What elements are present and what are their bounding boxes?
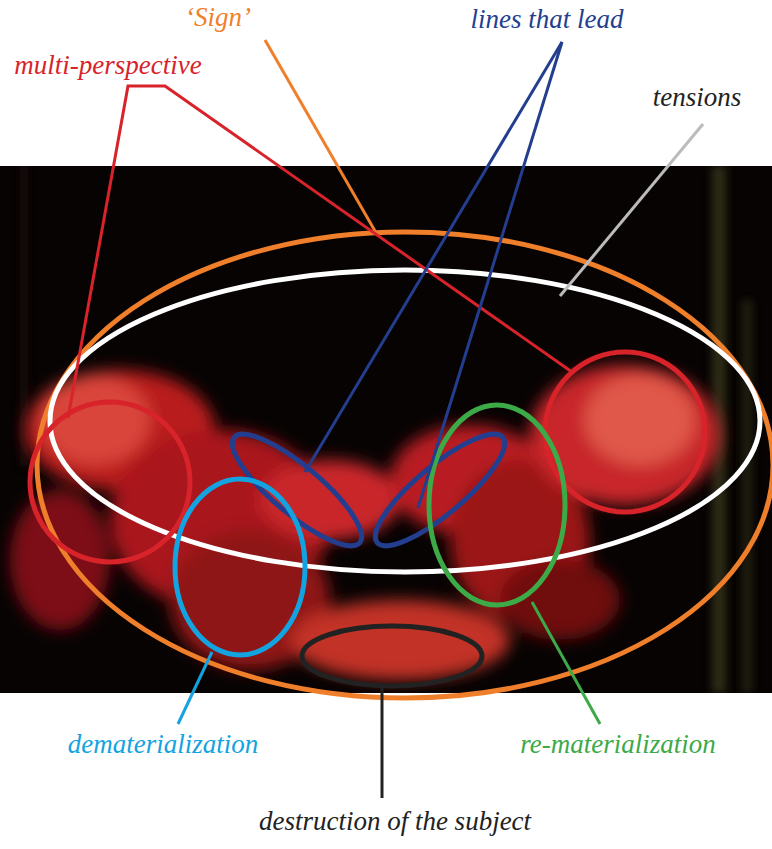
annotation-label: multi-perspective bbox=[14, 51, 201, 81]
subject-ellipse bbox=[302, 626, 482, 686]
sign-ellipse bbox=[37, 232, 772, 698]
annotation-label: ‘Sign’ bbox=[185, 3, 251, 33]
rematerialization-ellipse bbox=[429, 405, 565, 605]
leader-line bbox=[532, 602, 600, 724]
leader-line bbox=[560, 124, 703, 296]
perspective-circle bbox=[30, 402, 190, 562]
dematerialization-ellipse bbox=[175, 479, 305, 655]
annotation-label: tensions bbox=[653, 83, 742, 113]
perspective-circle bbox=[545, 352, 705, 512]
annotation-label: dematerialization bbox=[68, 730, 259, 760]
tensions-ellipse bbox=[50, 270, 760, 572]
annotation-label: destruction of the subject bbox=[259, 807, 531, 837]
leader-line bbox=[265, 40, 375, 231]
tulip-photo bbox=[0, 166, 772, 693]
leader-line bbox=[178, 652, 212, 724]
leader-line bbox=[381, 686, 384, 798]
annotation-label: lines that lead bbox=[471, 5, 624, 35]
leader-line bbox=[418, 42, 562, 508]
annotation-label: re-materialization bbox=[520, 730, 716, 760]
leader-line bbox=[305, 42, 562, 472]
lead-ellipse bbox=[219, 419, 375, 561]
